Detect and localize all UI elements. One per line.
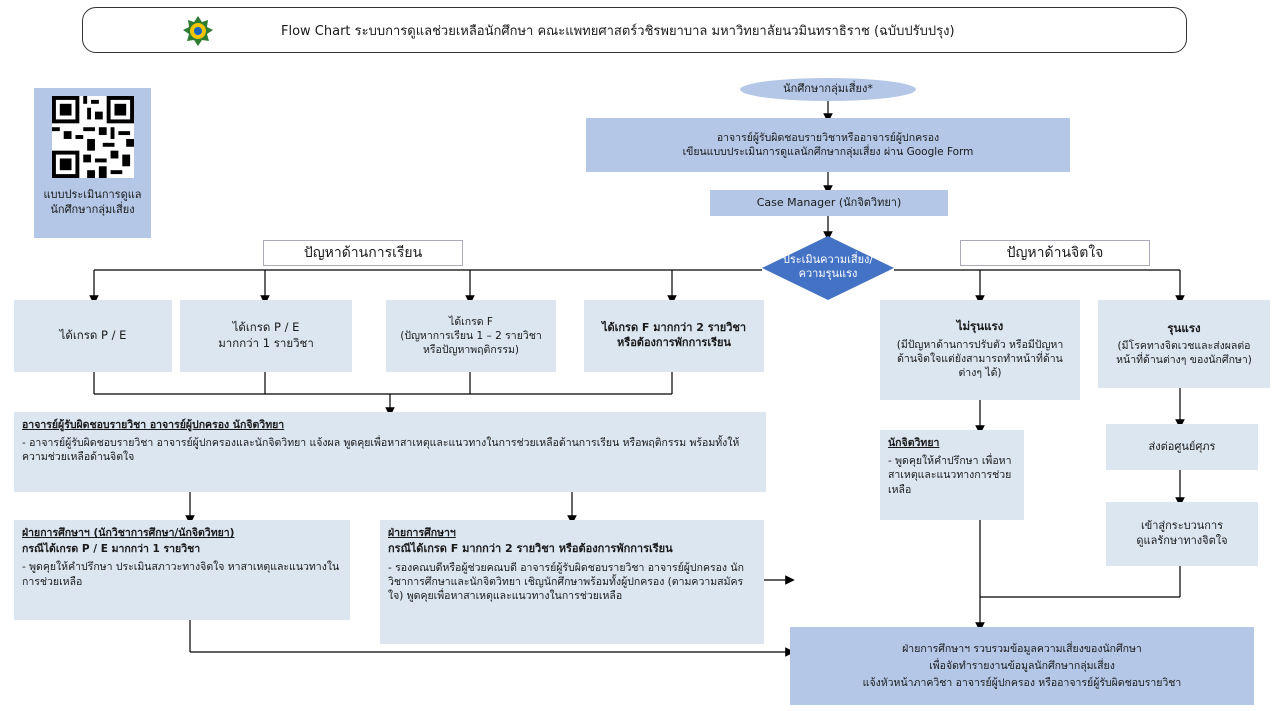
faculty-seal-icon: [181, 14, 215, 48]
risk-decision-diamond: ประเมินความเสี่ยง/ ความรุนแรง: [762, 236, 894, 300]
final-line3: แจ้งหัวหน้าภาควิชา อาจารย์ผู้ปกครอง หรือ…: [862, 677, 1182, 690]
grade-f-multi-line2: หรือต้องการพักการเรียน: [617, 336, 731, 349]
joint-heading: อาจารย์ผู้รับผิดชอบรายวิชา อาจารย์ผู้ปกค…: [22, 419, 285, 431]
joint-body: - อาจารย์ผู้รับผิดชอบรายวิชา อาจารย์ผู้ป…: [22, 437, 740, 464]
case-manager-label: Case Manager (นักจิตวิทยา): [756, 195, 902, 209]
grade-f-line3: หรือปัญหาพฤติกรรม): [422, 344, 520, 357]
start-label: นักศึกษากลุ่มเสี่ยง*: [783, 82, 873, 96]
category-learning: ปัญหาด้านการเรียน: [263, 240, 463, 266]
refer-box: ส่งต่อศูนย์ศุภร: [1106, 424, 1258, 470]
mild-heading: ไม่รุนแรง: [956, 319, 1004, 334]
refer-label: ส่งต่อศูนย์ศุภร: [1148, 439, 1216, 453]
mild-body: (มีปัญหาด้านการปรับตัว หรือมีปัญหาด้านจิ…: [896, 339, 1064, 380]
edu-left-case: กรณีได้เกรด P / E มากกว่า 1 รายวิชา: [22, 543, 201, 556]
edu-box-left: ฝ่ายการศึกษาฯ (นักวิชาการศึกษา/นักจิตวิท…: [14, 520, 350, 620]
grade-f-multi-line1: ได้เกรด F มากกว่า 2 รายวิชา: [601, 321, 747, 335]
decision-line2: ความรุนแรง: [798, 267, 858, 281]
edu-right-case: กรณีได้เกรด F มากกว่า 2 รายวิชา หรือต้อง…: [388, 542, 673, 556]
category-learning-label: ปัญหาด้านการเรียน: [303, 245, 423, 261]
severe-body: (มีโรคทางจิตเวชและส่งผลต่อหน้าที่ด้านต่า…: [1116, 340, 1252, 367]
category-mental-label: ปัญหาด้านจิตใจ: [1006, 245, 1104, 261]
case-manager-box: Case Manager (นักจิตวิทยา): [710, 190, 948, 216]
edu-right-heading: ฝ่ายการศึกษาฯ: [388, 527, 456, 539]
page-title: Flow Chart ระบบการดูแลช่วยเหลือนักศึกษา …: [281, 23, 955, 39]
advisor-box: อาจารย์ผู้รับผิดชอบรายวิชาหรืออาจารย์ผู้…: [586, 118, 1070, 172]
edu-right-body: - รองคณบดีหรือผู้ช่วยคณบดี อาจารย์ผู้รับ…: [388, 562, 744, 603]
grade-box-pe-multi: ได้เกรด P / E มากกว่า 1 รายวิชา: [180, 300, 352, 372]
advisor-line2: เขียนแบบประเมินการดูแลนักศึกษากลุ่มเสี่ย…: [682, 146, 974, 158]
grade-box-pe: ได้เกรด P / E: [14, 300, 172, 372]
decision-line1: ประเมินความเสี่ยง/: [782, 253, 874, 266]
grade-box-f: ได้เกรด F (ปัญหาการเรียน 1 – 2 รายวิชา ห…: [386, 300, 556, 372]
psych-body: - พูดคุยให้คำปรึกษา เพื่อหาสาเหตุและแนวท…: [888, 455, 1012, 496]
qr-label-line1: แบบประเมินการดูแล: [43, 188, 142, 201]
treat-line1: เข้าสู่กระบวนการ: [1140, 519, 1224, 533]
grade-pe-line1: ได้เกรด P / E: [59, 328, 127, 343]
grade-f-line1: ได้เกรด F: [449, 315, 493, 328]
treatment-box: เข้าสู่กระบวนการ ดูแลรักษาทางจิตใจ: [1106, 502, 1258, 566]
grade-pe-multi-line1: ได้เกรด P / E: [232, 320, 300, 335]
grade-f-line2: (ปัญหาการเรียน 1 – 2 รายวิชา: [400, 329, 542, 342]
joint-advisor-box: อาจารย์ผู้รับผิดชอบรายวิชา อาจารย์ผู้ปกค…: [14, 412, 766, 492]
edu-left-heading: ฝ่ายการศึกษาฯ (นักวิชาการศึกษา/นักจิตวิท…: [22, 527, 235, 539]
psych-heading: นักจิตวิทยา: [888, 437, 940, 449]
qr-code-icon[interactable]: [51, 96, 134, 178]
advisor-line1: อาจารย์ผู้รับผิดชอบรายวิชาหรืออาจารย์ผู้…: [716, 131, 940, 144]
start-node: นักศึกษากลุ่มเสี่ยง*: [740, 78, 916, 101]
severe-heading: รุนแรง: [1167, 320, 1201, 335]
edu-left-body: - พูดคุยให้คำปรึกษา ประเมินสภาวะทางจิตใจ…: [22, 561, 340, 588]
qr-panel: แบบประเมินการดูแล นักศึกษากลุ่มเสี่ยง: [34, 88, 151, 238]
psychologist-box: นักจิตวิทยา - พูดคุยให้คำปรึกษา เพื่อหาส…: [880, 430, 1024, 520]
grade-box-f-multi: ได้เกรด F มากกว่า 2 รายวิชา หรือต้องการพ…: [584, 300, 764, 372]
category-mental: ปัญหาด้านจิตใจ: [960, 240, 1150, 266]
final-line1: ฝ่ายการศึกษาฯ รวบรวมข้อมูลความเสี่ยงของน…: [902, 642, 1142, 655]
qr-label-line2: นักศึกษากลุ่มเสี่ยง: [50, 202, 135, 216]
final-line2: เพื่อจัดทำรายงานข้อมูลนักศึกษากลุ่มเสี่ย…: [929, 659, 1115, 672]
severe-box: รุนแรง (มีโรคทางจิตเวชและส่งผลต่อหน้าที่…: [1098, 300, 1270, 388]
treat-line2: ดูแลรักษาทางจิตใจ: [1136, 534, 1228, 547]
final-report-box: ฝ่ายการศึกษาฯ รวบรวมข้อมูลความเสี่ยงของน…: [790, 627, 1254, 705]
header-banner: Flow Chart ระบบการดูแลช่วยเหลือนักศึกษา …: [82, 7, 1187, 53]
mild-box: ไม่รุนแรง (มีปัญหาด้านการปรับตัว หรือมีป…: [880, 300, 1080, 400]
edu-box-right: ฝ่ายการศึกษาฯ กรณีได้เกรด F มากกว่า 2 รา…: [380, 520, 764, 644]
grade-pe-multi-line2: มากกว่า 1 รายวิชา: [218, 336, 314, 350]
